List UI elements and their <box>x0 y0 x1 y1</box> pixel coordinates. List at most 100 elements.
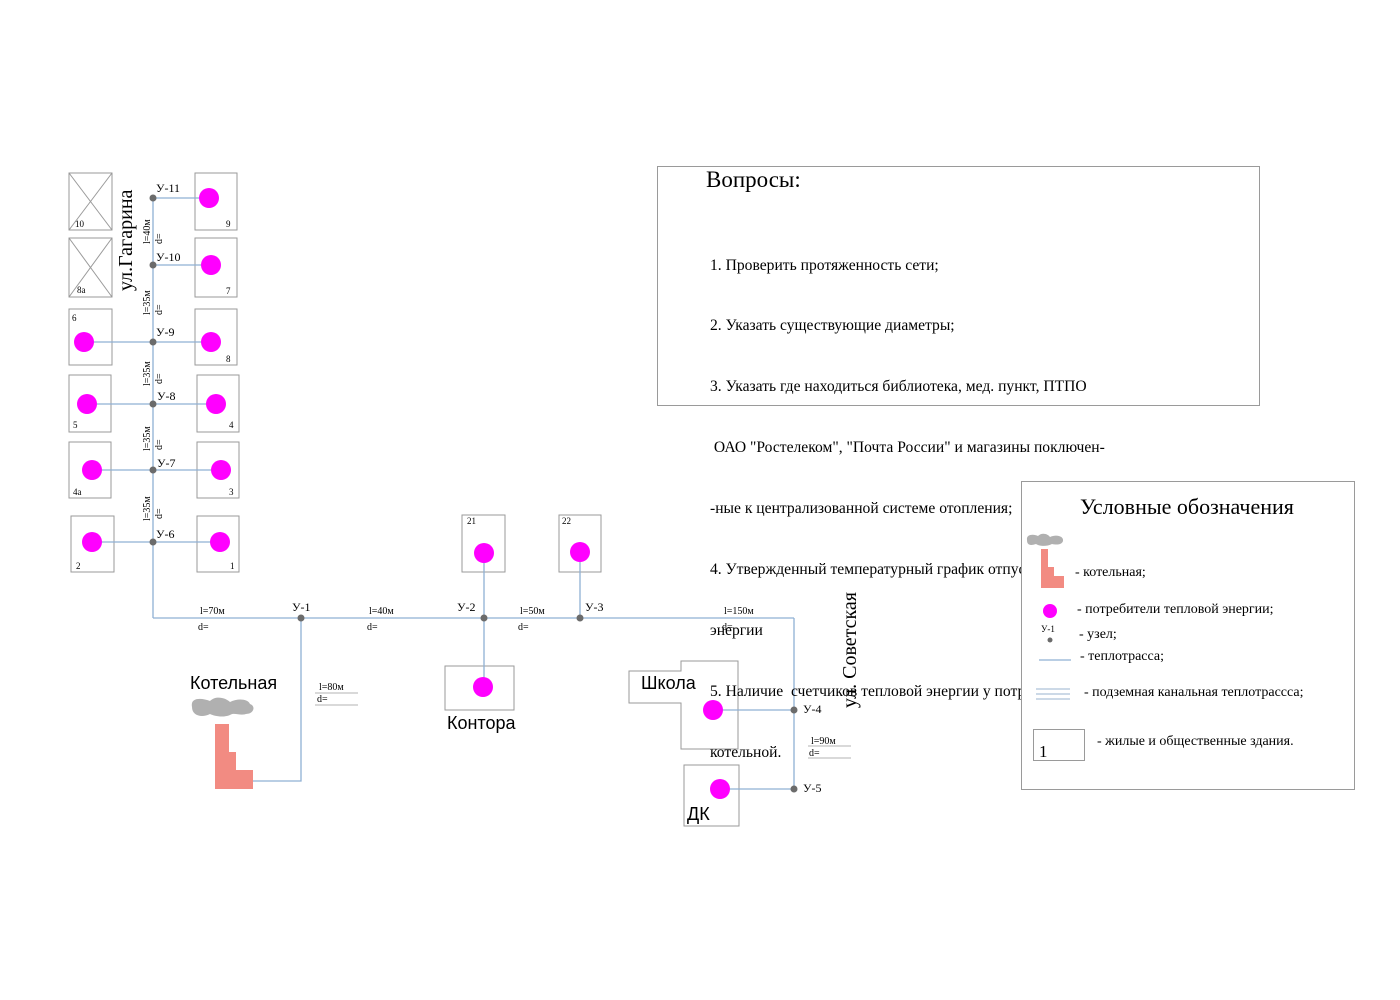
building-office <box>444 665 515 711</box>
consumer-office <box>473 677 493 697</box>
building-number: 9 <box>226 219 231 229</box>
node-label: У-6 <box>156 527 175 541</box>
segment-diameter: d= <box>722 622 733 633</box>
questions-panel: Вопросы: 1. Проверить протяженность сети… <box>657 166 1260 761</box>
segment-diameter: d= <box>154 233 165 244</box>
dimension-leaders <box>315 692 851 759</box>
node-label: У-4 <box>803 702 822 716</box>
segment-length: l=35м <box>142 290 153 315</box>
consumer-culture-house <box>710 779 730 799</box>
legend-underground: - подземная канальная теплотрассса; <box>1084 685 1304 700</box>
building-school <box>628 660 739 750</box>
consumer-7 <box>201 255 221 275</box>
node-u11 <box>149 194 157 202</box>
consumers <box>74 188 730 799</box>
segment-length: l=150м <box>724 606 754 617</box>
vertical-segment-labels: l=40м d= l=35м d= l=35м d= l=35м d= l=35… <box>142 219 165 521</box>
building-7 <box>194 237 238 298</box>
node-label: У-8 <box>157 389 176 403</box>
building-number: 7 <box>226 286 231 296</box>
consumer-9 <box>199 188 219 208</box>
question-line: котельной. <box>710 743 782 761</box>
building-number: 22 <box>562 516 571 526</box>
consumer-1 <box>210 532 230 552</box>
node-label: У-5 <box>803 781 822 795</box>
segment-length: l=70м <box>200 606 225 617</box>
building-sample-icon: 1 <box>1033 729 1085 761</box>
street-label-sovetskaya: ул. Советская <box>839 592 861 708</box>
street-label-gagarina: ул.Гагарина <box>115 189 137 291</box>
node-icon <box>1047 637 1053 643</box>
legend-node-sample: У-1 <box>1041 624 1055 634</box>
node-labels: У-11 У-10 У-9 У-8 У-7 У-6 У-1 У-2 У-3 У-… <box>156 181 822 795</box>
building-6 <box>68 308 113 366</box>
node-label: У-3 <box>585 600 604 614</box>
question-line: 3. Указать где находиться библиотека, ме… <box>710 378 1087 396</box>
node-u2 <box>480 614 488 622</box>
node-u3 <box>576 614 584 622</box>
node-label: У-9 <box>156 325 175 339</box>
smoke-icon <box>191 697 254 717</box>
node-u7 <box>149 466 157 474</box>
boiler-house-icon <box>191 697 254 789</box>
segment-diameter: d= <box>154 439 165 450</box>
segment-diameter: d= <box>198 622 209 633</box>
building-numbers: 10 8а 9 7 6 8 5 4 4а 3 2 1 21 22 <box>72 219 571 571</box>
node-u10 <box>149 261 157 269</box>
building-number: 21 <box>467 516 476 526</box>
node-u8 <box>149 400 157 408</box>
culture-house-label: ДК <box>687 804 710 824</box>
question-line: 2. Указать существующие диаметры; <box>710 317 955 335</box>
questions-title: Вопросы: <box>706 167 801 192</box>
building-number: 2 <box>76 561 81 571</box>
buildings <box>68 172 740 827</box>
node-u5 <box>790 785 798 793</box>
building-1 <box>196 515 240 573</box>
pipe-boiler <box>253 618 302 782</box>
question-line: энергии <box>710 621 763 639</box>
building-culture-house <box>683 764 740 827</box>
consumer-icon <box>1043 604 1057 618</box>
segment-length: l=90м <box>811 736 836 747</box>
building-number: 3 <box>229 487 234 497</box>
node-label: У-1 <box>292 600 311 614</box>
question-line: 1. Проверить протяженность сети; <box>710 256 939 274</box>
school-label: Школа <box>641 673 697 693</box>
building-number: 4а <box>73 487 82 497</box>
nodes <box>149 194 798 793</box>
segment-diameter: d= <box>154 304 165 315</box>
node-u6 <box>149 538 157 546</box>
boiler-house-icon <box>1026 533 1064 588</box>
building-number: 10 <box>75 219 85 229</box>
node-label: У-7 <box>157 456 176 470</box>
building-10 <box>68 172 113 231</box>
consumer-2 <box>82 532 102 552</box>
building-number: 8а <box>77 285 86 295</box>
legend-title: Условные обозначения <box>1080 494 1294 519</box>
legend-boiler: - котельная; <box>1075 565 1146 580</box>
segment-length: l=35м <box>142 426 153 451</box>
segment-length: l=50м <box>520 606 545 617</box>
segment-length: l=40м <box>142 219 153 244</box>
question-line: -ные к централизованной системе отоплени… <box>710 500 1013 518</box>
segment-diameter: d= <box>154 508 165 519</box>
node-u1 <box>297 614 305 622</box>
place-names: Котельная Контора Школа ДК <box>190 673 710 824</box>
building-number: 6 <box>72 313 77 323</box>
building-number: 4 <box>229 420 234 430</box>
segment-length: l=35м <box>142 496 153 521</box>
boiler-house-label: Котельная <box>190 673 277 693</box>
building-number: 1 <box>230 561 235 571</box>
underground-pipeline-icon <box>1036 688 1070 700</box>
segment-diameter: d= <box>367 622 378 633</box>
legend-building-sample: 1 <box>1039 742 1048 761</box>
pipeline-icon <box>1039 659 1071 661</box>
legend-node: - узел; <box>1079 627 1117 642</box>
node-u9 <box>149 338 157 346</box>
consumer-5 <box>77 394 97 414</box>
question-line: ОАО "Ростелеком", "Почта России" и магаз… <box>710 439 1105 457</box>
node-label: У-2 <box>457 600 476 614</box>
building-number: 5 <box>73 420 78 430</box>
legend-consumer: - потребители тепловой энергии; <box>1077 602 1274 617</box>
